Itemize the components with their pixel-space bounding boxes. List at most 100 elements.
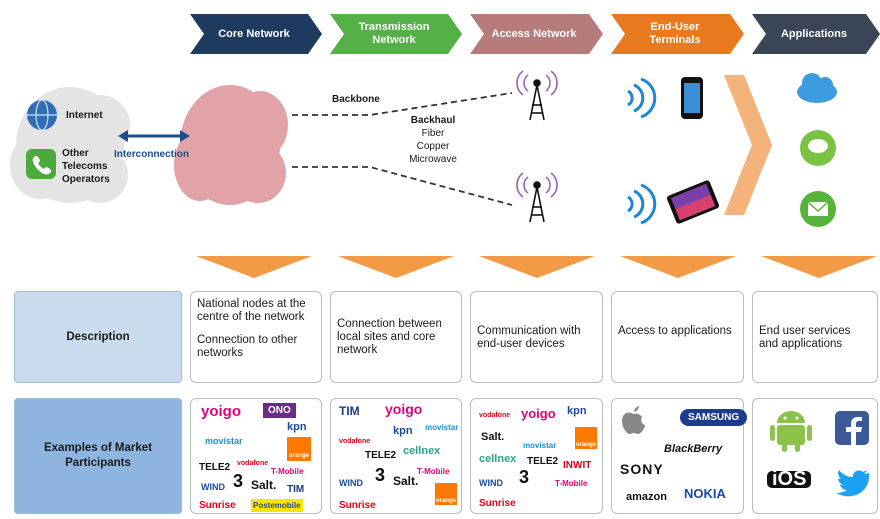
internet-label: Internet <box>66 110 103 121</box>
facebook-logo-icon <box>835 411 869 445</box>
logo-samsung: SAMSUNG <box>680 409 748 426</box>
cloud-icon <box>797 73 837 103</box>
examples-core: yoigo ONO movistar kpn vodafone orange T… <box>190 398 322 514</box>
logo-sunrise: Sunrise <box>199 500 236 511</box>
backhaul-label: Backhaul Fiber Copper Microwave <box>409 115 457 165</box>
description-applications: End user services and applications <box>752 291 878 383</box>
logo-three: 3 <box>519 467 530 487</box>
logo-tele2: TELE2 <box>365 450 397 461</box>
down-arrow-applications <box>761 256 877 278</box>
backbone-link <box>292 92 513 116</box>
description-core: National nodes at the centre of the netw… <box>190 291 322 383</box>
chevron-applications <box>752 14 880 54</box>
down-arrow-core <box>196 256 312 278</box>
examples-access: vodafone yoigo kpn Salt. movistar orange… <box>470 398 603 514</box>
backbone-label: Backbone <box>332 94 380 105</box>
description-transmission: Connection between local sites and core … <box>330 291 462 383</box>
logo-yoigo: yoigo <box>201 403 241 420</box>
logo-salt: Salt. <box>481 431 505 443</box>
stage-label-applications: Applications <box>780 27 847 40</box>
stage-chevrons <box>190 14 880 54</box>
logo-vodafone: vodafone <box>339 438 371 445</box>
terminals-to-apps-arrow <box>724 75 772 215</box>
twitter-logo-icon <box>836 470 869 497</box>
logo-nokia: NOKIA <box>684 486 726 501</box>
logo-kpn: kpn <box>287 421 307 433</box>
logo-tmobile: T-Mobile <box>555 479 588 488</box>
globe-icon <box>27 99 57 131</box>
chevron-transmission-network <box>330 14 462 54</box>
down-arrow-access <box>479 256 595 278</box>
phone-icon <box>26 149 56 179</box>
stage-label-access: Access Network <box>491 27 577 40</box>
logo-cellnex: cellnex <box>403 445 441 457</box>
apple-logo-icon <box>622 406 645 434</box>
backhaul-link <box>292 166 513 206</box>
logo-wind: WIND <box>339 478 363 488</box>
logo-three: 3 <box>375 465 386 485</box>
examples-row-label: Examples of Market Participants <box>14 398 182 514</box>
logo-amazon: amazon <box>626 491 667 503</box>
logo-sunrise: Sunrise <box>479 498 516 509</box>
interconnection-arrow <box>118 130 190 142</box>
logo-kpn: kpn <box>393 425 413 437</box>
logo-cellnex: cellnex <box>479 453 517 465</box>
logo-wind: WIND <box>479 478 503 488</box>
description-row-label: Description <box>14 291 182 383</box>
logo-sony: SONY <box>620 461 664 477</box>
logo-blackberry: BlackBerry <box>664 443 723 455</box>
wireless-icon-top <box>627 77 657 119</box>
logo-vodafone: vodafone <box>479 412 511 419</box>
logo-ono: ONO <box>263 403 296 418</box>
wireless-icon-bottom <box>627 183 657 225</box>
logo-salt: Salt. <box>251 478 277 492</box>
logo-yoigo: yoigo <box>521 406 556 421</box>
down-arrow-transmission <box>338 256 454 278</box>
description-access: Communication with end-user devices <box>470 291 603 383</box>
logo-tmobile: T-Mobile <box>271 467 304 476</box>
stage-label-transmission: Transmission Network <box>358 21 430 46</box>
logo-orange: orange <box>435 483 457 505</box>
smartphone-icon <box>681 77 703 119</box>
logo-tmobile: T-Mobile <box>417 467 450 476</box>
logo-sunrise: Sunrise <box>339 500 376 511</box>
examples-transmission: TIM yoigo movistar vodafone kpn TELE2 ce… <box>330 398 462 514</box>
logo-tim: TIM <box>339 404 360 418</box>
logo-tele2: TELE2 <box>527 456 559 467</box>
core-network-cloud <box>174 85 288 205</box>
chevron-access-network <box>470 14 603 54</box>
chevron-core-network <box>190 14 322 54</box>
mail-icon <box>800 191 836 227</box>
chevron-end-user-terminals <box>611 14 744 54</box>
logo-inwit: INWIT <box>563 460 592 471</box>
examples-applications: iOS <box>752 398 878 514</box>
logo-three: 3 <box>233 471 244 491</box>
logo-salt: Salt. <box>393 474 419 488</box>
network-diagram <box>10 70 837 227</box>
description-terminals: Access to applications <box>611 291 744 383</box>
logo-movistar: movistar <box>425 423 459 432</box>
stage-label-core: Core Network <box>218 27 290 40</box>
down-arrow-terminals <box>620 256 736 278</box>
logo-tele2: TELE2 <box>199 462 231 473</box>
stage-label-terminals: End-User Terminals <box>649 21 701 46</box>
android-logo-icon <box>770 411 812 452</box>
logo-ios: iOS <box>767 469 812 489</box>
logo-vodafone: vodafone <box>237 460 269 467</box>
tablet-icon <box>666 180 720 224</box>
sms-icon <box>800 130 836 166</box>
logo-kpn: kpn <box>567 405 587 417</box>
logo-orange: orange <box>575 427 597 449</box>
logo-movistar: movistar <box>205 436 243 446</box>
logo-movistar: movistar <box>523 441 557 450</box>
tower-icon-bottom <box>516 172 558 223</box>
examples-terminals: SAMSUNG BlackBerry SONY amazon NOKIA <box>611 398 748 514</box>
interconnection-label: Interconnection <box>114 149 190 160</box>
logo-wind: WIND <box>201 482 225 492</box>
logo-postemobile: Postemobile <box>251 499 303 512</box>
logo-yoigo: yoigo <box>385 401 423 417</box>
other-telecoms-label: Other Telecoms Operators <box>62 148 110 185</box>
tower-icon-top <box>516 70 558 121</box>
logo-tim: TIM <box>287 484 305 495</box>
logo-orange: orange <box>287 437 311 461</box>
